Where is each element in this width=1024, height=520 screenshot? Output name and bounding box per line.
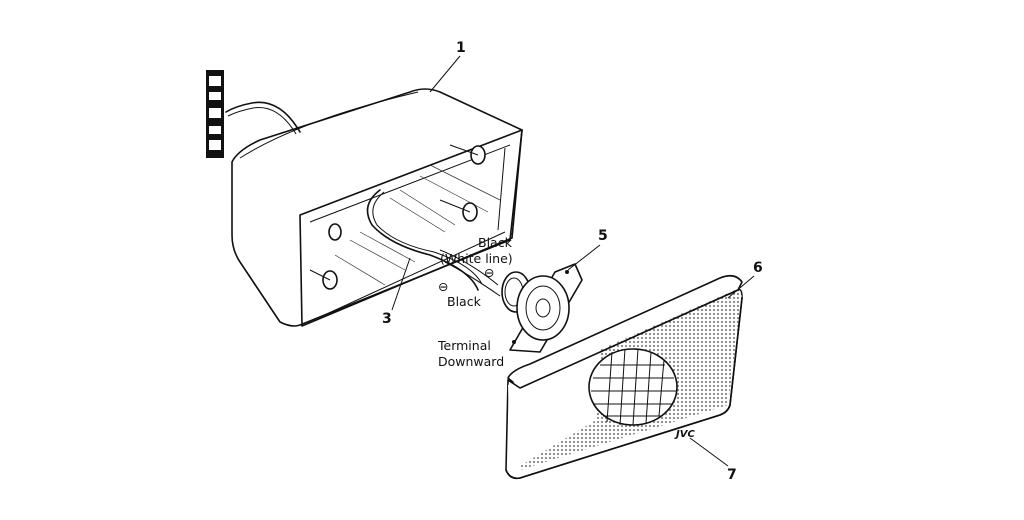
minus-symbol-lower: ⊖	[438, 279, 448, 294]
housing-opening-rim	[299, 129, 523, 327]
screw-bosses	[309, 144, 486, 290]
internal-wire-2	[372, 191, 483, 285]
front-grille: JVC	[505, 274, 743, 480]
leader-6	[727, 275, 755, 299]
minus-symbol-upper: ⊖	[484, 265, 494, 280]
housing-top-edge	[239, 91, 419, 159]
speaker-driver	[439, 249, 583, 353]
label-black: Black	[447, 294, 482, 309]
cable-plug	[206, 70, 224, 158]
callouts: 1 3 5 6 7	[382, 40, 763, 483]
label-black-white-line-2: (White line)	[440, 251, 513, 266]
leader-7	[689, 437, 729, 467]
grille-lattice	[588, 348, 678, 426]
leader-5	[567, 244, 601, 271]
label-terminal: Terminal	[437, 338, 491, 353]
housing-ribs	[334, 164, 501, 286]
driver-cone	[516, 275, 570, 341]
callout-1: 1	[456, 40, 466, 56]
housing-shell	[231, 88, 523, 327]
callout-6: 6	[753, 260, 763, 276]
label-black-white-line-1: Black	[478, 235, 513, 250]
leader-3	[391, 257, 411, 311]
label-downward: Downward	[438, 354, 504, 369]
wire-labels: Black (White line) ⊖ ⊖ Black Terminal Do…	[437, 235, 513, 369]
callout-5: 5	[598, 228, 608, 244]
callout-3: 3	[382, 311, 392, 327]
callout-7: 7	[727, 467, 737, 483]
power-cable	[225, 101, 301, 135]
leader-1	[429, 55, 461, 93]
speaker-housing	[231, 88, 523, 327]
jvc-logo: JVC	[674, 429, 695, 440]
